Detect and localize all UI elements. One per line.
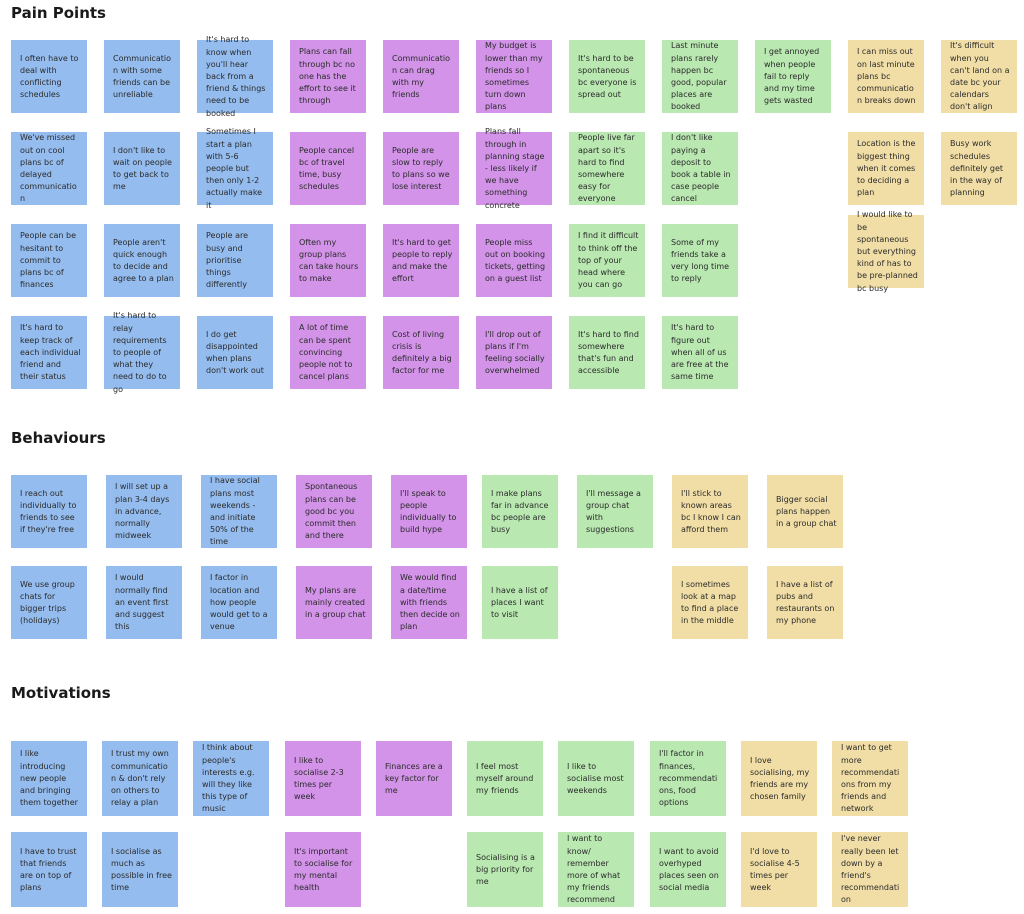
sticky-note[interactable]: I would normally find an event first and… (106, 566, 182, 639)
sticky-note[interactable]: I would like to be spontaneous but every… (848, 210, 924, 293)
sticky-note[interactable]: People miss out on booking tickets, gett… (476, 224, 552, 297)
sticky-note[interactable]: It's hard to keep track of each individu… (11, 316, 87, 389)
section-title-pain-points: Pain Points (11, 4, 106, 22)
sticky-note[interactable]: We use group chats for bigger trips (hol… (11, 566, 87, 639)
sticky-note[interactable]: I like to socialise 2-3 times per week (285, 741, 361, 816)
sticky-note[interactable]: Finances are a key factor for me (376, 741, 452, 816)
sticky-note[interactable]: I'll drop out of plans if I'm feeling so… (476, 316, 552, 389)
sticky-note[interactable]: I want to get more recommendations from … (832, 741, 908, 816)
sticky-note[interactable]: I think about people's interests e.g. wi… (193, 741, 269, 816)
sticky-note[interactable]: My budget is lower than my friends so I … (476, 40, 552, 113)
sticky-note[interactable]: Plans can fall through bc no one has the… (290, 40, 366, 113)
sticky-note[interactable]: Communication can drag with my friends (383, 40, 459, 113)
sticky-note[interactable]: I'll speak to people individually to bui… (391, 475, 467, 548)
sticky-note[interactable]: Plans fall through in planning stage - l… (476, 127, 552, 210)
sticky-note[interactable]: I don't like to wait on people to get ba… (104, 132, 180, 205)
sticky-note[interactable]: I'd love to socialise 4-5 times per week (741, 832, 817, 907)
sticky-note[interactable]: I'll stick to known areas bc I know I ca… (672, 475, 748, 548)
sticky-note[interactable]: Last minute plans rarely happen bc good,… (662, 40, 738, 113)
sticky-note[interactable]: I like introducing new people and bringi… (11, 741, 87, 816)
sticky-note[interactable]: Location is the biggest thing when it co… (848, 132, 924, 205)
sticky-note[interactable]: Spontaneous plans can be good bc you com… (296, 475, 372, 548)
sticky-note[interactable]: Cost of living crisis is definitely a bi… (383, 316, 459, 389)
sticky-note[interactable]: I have a list of pubs and restaurants on… (767, 566, 843, 639)
sticky-note[interactable]: I reach out individually to friends to s… (11, 475, 87, 548)
sticky-note[interactable]: We would find a date/time with friends t… (391, 566, 467, 639)
sticky-note[interactable]: I do get disappointed when plans don't w… (197, 316, 273, 389)
sticky-note[interactable]: I make plans far in advance bc people ar… (482, 475, 558, 548)
sticky-note[interactable]: Communication with some friends can be u… (104, 40, 180, 113)
sticky-note[interactable]: Socialising is a big priority for me (467, 832, 543, 907)
sticky-note[interactable]: People cancel bc of travel time, busy sc… (290, 132, 366, 205)
sticky-note[interactable]: A lot of time can be spent convincing pe… (290, 316, 366, 389)
sticky-note[interactable]: Busy work schedules definitely get in th… (941, 132, 1017, 205)
sticky-note[interactable]: I factor in location and how people woul… (201, 566, 277, 639)
sticky-note[interactable]: People can be hesitant to commit to plan… (11, 224, 87, 297)
sticky-note[interactable]: I have a list of places I want to visit (482, 566, 558, 639)
sticky-note[interactable]: I feel most myself around my friends (467, 741, 543, 816)
sticky-note[interactable]: It's hard to relay requirements to peopl… (104, 311, 180, 394)
sticky-note[interactable]: I find it difficult to think off the top… (569, 224, 645, 297)
sticky-note[interactable]: I sometimes look at a map to find a plac… (672, 566, 748, 639)
sticky-note[interactable]: I've never really been let down by a fri… (832, 832, 908, 907)
sticky-note[interactable]: It's hard to find somewhere that's fun a… (569, 316, 645, 389)
sticky-note[interactable]: I like to socialise most weekends (558, 741, 634, 816)
sticky-note[interactable]: People aren't quick enough to decide and… (104, 224, 180, 297)
sticky-note[interactable]: I will set up a plan 3-4 days in advance… (106, 475, 182, 548)
sticky-note[interactable]: My plans are mainly created in a group c… (296, 566, 372, 639)
sticky-note[interactable]: I socialise as much as possible in free … (102, 832, 178, 907)
section-title-behaviours: Behaviours (11, 429, 106, 447)
sticky-note[interactable]: People live far apart so it's hard to fi… (569, 132, 645, 205)
sticky-note[interactable]: I trust my own communication & don't rel… (102, 741, 178, 816)
sticky-note[interactable]: I get annoyed when people fail to reply … (755, 40, 831, 113)
sticky-note[interactable]: People are busy and prioritise things di… (197, 224, 273, 297)
sticky-note[interactable]: I have to trust that friends are on top … (11, 832, 87, 907)
sticky-note[interactable]: We've missed out on cool plans bc of del… (11, 132, 87, 205)
sticky-note[interactable]: I want to know/ remember more of what my… (558, 832, 634, 907)
sticky-note[interactable]: Bigger social plans happen in a group ch… (767, 475, 843, 548)
sticky-note[interactable]: I often have to deal with conflicting sc… (11, 40, 87, 113)
section-title-motivations: Motivations (11, 684, 111, 702)
sticky-note[interactable]: It's hard to be spontaneous bc everyone … (569, 40, 645, 113)
sticky-note[interactable]: I'll message a group chat with suggestio… (577, 475, 653, 548)
sticky-note[interactable]: I love socialising, my friends are my ch… (741, 741, 817, 816)
sticky-note[interactable]: It's hard to get people to reply and mak… (383, 224, 459, 297)
sticky-note[interactable]: I want to avoid overhyped places seen on… (650, 832, 726, 907)
sticky-note[interactable]: People are slow to reply to plans so we … (383, 132, 459, 205)
sticky-note[interactable]: Some of my friends take a very long time… (662, 224, 738, 297)
sticky-note[interactable]: It's hard to figure out when all of us a… (662, 316, 738, 389)
sticky-note[interactable]: It's difficult when you can't land on a … (941, 40, 1017, 113)
sticky-note[interactable]: I'll factor in finances, recommendations… (650, 741, 726, 816)
sticky-note[interactable]: I have social plans most weekends - and … (201, 475, 277, 548)
sticky-note[interactable]: I don't like paying a deposit to book a … (662, 132, 738, 205)
sticky-note[interactable]: It's important to socialise for my menta… (285, 832, 361, 907)
sticky-note[interactable]: Sometimes I start a plan with 5-6 people… (197, 127, 273, 210)
sticky-note[interactable]: I can miss out on last minute plans bc c… (848, 40, 924, 113)
sticky-note[interactable]: Often my group plans can take hours to m… (290, 224, 366, 297)
sticky-note[interactable]: It's hard to know when you'll hear back … (197, 35, 273, 118)
